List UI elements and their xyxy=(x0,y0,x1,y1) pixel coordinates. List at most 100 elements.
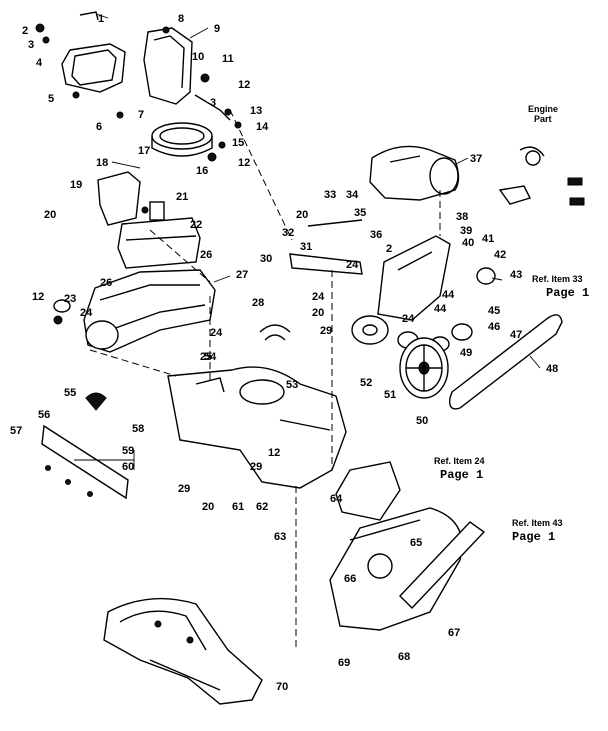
callout-12d: 12 xyxy=(268,447,280,459)
callout-61: 61 xyxy=(232,501,244,513)
callout-56: 56 xyxy=(38,409,50,421)
callout-30: 30 xyxy=(260,253,272,265)
callout-3b: 3 xyxy=(210,97,216,109)
callout-24d: 24 xyxy=(312,291,325,303)
callout-53: 53 xyxy=(286,379,298,391)
callout-36: 36 xyxy=(370,229,382,241)
belt-guard-bracket-part xyxy=(335,461,401,521)
engine-pulley-guard-part xyxy=(369,145,460,201)
callout-52: 52 xyxy=(360,377,372,389)
callout-24b: 24 xyxy=(210,327,223,339)
callout-55: 55 xyxy=(64,387,76,399)
ref-note-33: Ref. Item 33 Page 1 xyxy=(532,274,589,300)
ref-item-43: Ref. Item 43 xyxy=(512,518,563,528)
frame-part xyxy=(53,269,216,353)
lower-frame-part xyxy=(103,597,263,705)
ref-page-43: Page 1 xyxy=(512,530,555,544)
callout-19: 19 xyxy=(70,179,82,191)
callout-16: 16 xyxy=(196,165,208,177)
callout-20: 20 xyxy=(44,209,56,221)
callout-32: 32 xyxy=(282,227,294,239)
callout-67: 67 xyxy=(448,627,460,639)
drive-belt-part xyxy=(449,314,563,410)
callout-6: 6 xyxy=(96,121,102,133)
callout-66: 66 xyxy=(344,573,356,585)
callout-39: 39 xyxy=(460,225,472,237)
callout-64: 64 xyxy=(330,493,343,505)
callout-47: 47 xyxy=(510,329,522,341)
callout-26: 26 xyxy=(200,249,212,261)
callout-22: 22 xyxy=(190,219,202,231)
callout-54: 54 xyxy=(204,351,217,363)
callout-27: 27 xyxy=(236,269,248,281)
callout-50: 50 xyxy=(416,415,428,427)
idler-arm-part xyxy=(289,219,363,275)
engine-part-detail xyxy=(498,146,585,206)
scraper-bar-part xyxy=(41,424,129,500)
callout-70: 70 xyxy=(276,681,288,693)
callout-12c: 12 xyxy=(32,291,44,303)
chute-part xyxy=(143,27,231,121)
callout-44: 44 xyxy=(442,289,455,301)
callout-57: 57 xyxy=(10,425,22,437)
callout-49: 49 xyxy=(460,347,472,359)
callout-7: 7 xyxy=(138,109,144,121)
callout-51: 51 xyxy=(384,389,396,401)
callout-2b: 2 xyxy=(386,243,392,255)
callout-35: 35 xyxy=(354,207,366,219)
callout-34: 34 xyxy=(346,189,359,201)
callout-26b: 26 xyxy=(100,277,112,289)
callout-3: 3 xyxy=(28,39,34,51)
callout-20b: 20 xyxy=(202,501,214,513)
ref-page-33: Page 1 xyxy=(546,286,589,300)
callout-45: 45 xyxy=(488,305,500,317)
callout-24: 24 xyxy=(80,307,93,319)
callout-29b: 29 xyxy=(250,461,262,473)
callout-14: 14 xyxy=(256,121,269,133)
chute-ring-part xyxy=(151,122,213,157)
callout-44b: 44 xyxy=(434,303,447,315)
auger-housing-part xyxy=(167,366,347,489)
callout-31: 31 xyxy=(300,241,312,253)
callout-20d: 20 xyxy=(312,307,324,319)
callout-12b: 12 xyxy=(238,157,250,169)
callout-29c: 29 xyxy=(320,325,332,337)
callout-25: 25 xyxy=(200,351,212,363)
callout-65: 65 xyxy=(410,537,422,549)
callout-8: 8 xyxy=(178,13,184,25)
callout-48: 48 xyxy=(546,363,558,375)
callout-46: 46 xyxy=(488,321,500,333)
auger-pulley-part xyxy=(399,337,449,399)
callout-4: 4 xyxy=(36,57,43,69)
skid-shoe-part xyxy=(85,392,107,411)
ref-item-33: Ref. Item 33 xyxy=(532,274,583,284)
callout-62: 62 xyxy=(256,501,268,513)
callout-33: 33 xyxy=(324,189,336,201)
callout-9: 9 xyxy=(214,23,220,35)
ref-page-24: Page 1 xyxy=(440,468,483,482)
callout-18: 18 xyxy=(96,157,108,169)
callout-20c: 20 xyxy=(296,209,308,221)
ref-note-24: Ref. Item 24 Page 1 xyxy=(434,456,485,482)
mounting-plate-part xyxy=(377,235,451,321)
leader-lines xyxy=(74,13,541,470)
callout-40: 40 xyxy=(462,237,474,249)
bracket-part xyxy=(97,171,141,226)
callout-60: 60 xyxy=(122,461,134,473)
callout-37: 37 xyxy=(470,153,482,165)
ref-note-43: Ref. Item 43 Page 1 xyxy=(512,518,563,544)
callout-12: 12 xyxy=(238,79,250,91)
callout-63: 63 xyxy=(274,531,286,543)
callout-43: 43 xyxy=(510,269,522,281)
callout-24e: 24 xyxy=(402,313,415,325)
callout-2: 2 xyxy=(22,25,28,37)
callout-1: 1 xyxy=(98,13,104,25)
callout-5: 5 xyxy=(48,93,54,105)
callout-24c: 24 xyxy=(346,259,359,271)
callout-labels: 1 2 3 4 5 6 7 8 9 10 11 12 3 13 14 15 16… xyxy=(10,13,558,693)
callout-11: 11 xyxy=(222,53,234,65)
callout-42: 42 xyxy=(494,249,506,261)
